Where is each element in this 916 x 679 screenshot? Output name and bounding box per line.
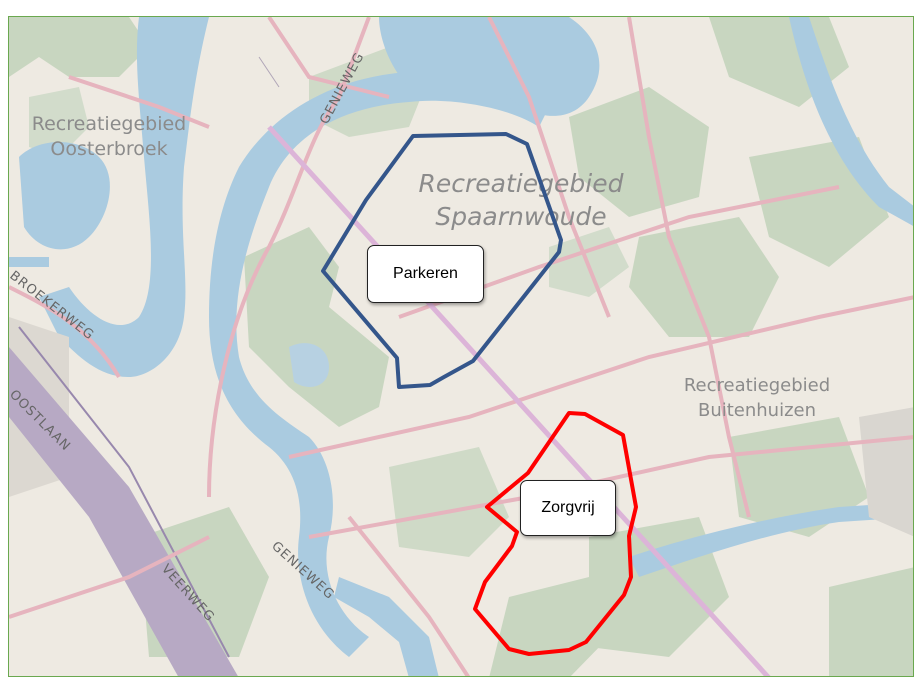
- area-label-oosterbroek-line1: Recreatiegebied: [32, 113, 186, 135]
- map-frame[interactable]: Recreatiegebied Oosterbroek Recreatiegeb…: [8, 16, 914, 677]
- carefree-callout[interactable]: Zorgvrij: [520, 480, 616, 536]
- carefree-zone-outline[interactable]: [473, 411, 638, 656]
- water: [9, 17, 913, 676]
- roads: [9, 17, 913, 676]
- area-label-buitenhuizen-line1: Recreatiegebied: [684, 375, 830, 396]
- parking-zone-outline[interactable]: [321, 132, 563, 389]
- highway-veerweg: [9, 347, 238, 676]
- area-label-buitenhuizen-line2: Buitenhuizen: [698, 400, 816, 421]
- area-label-spaarnwoude-line2: Spaarnwoude: [435, 202, 606, 231]
- parking-callout[interactable]: Parkeren: [367, 245, 484, 303]
- area-label-spaarnwoude-line1: Recreatiegebied: [419, 169, 624, 198]
- area-label-oosterbroek-line2: Oosterbroek: [50, 138, 167, 160]
- map-canvas[interactable]: Recreatiegebied Oosterbroek Recreatiegeb…: [9, 17, 914, 677]
